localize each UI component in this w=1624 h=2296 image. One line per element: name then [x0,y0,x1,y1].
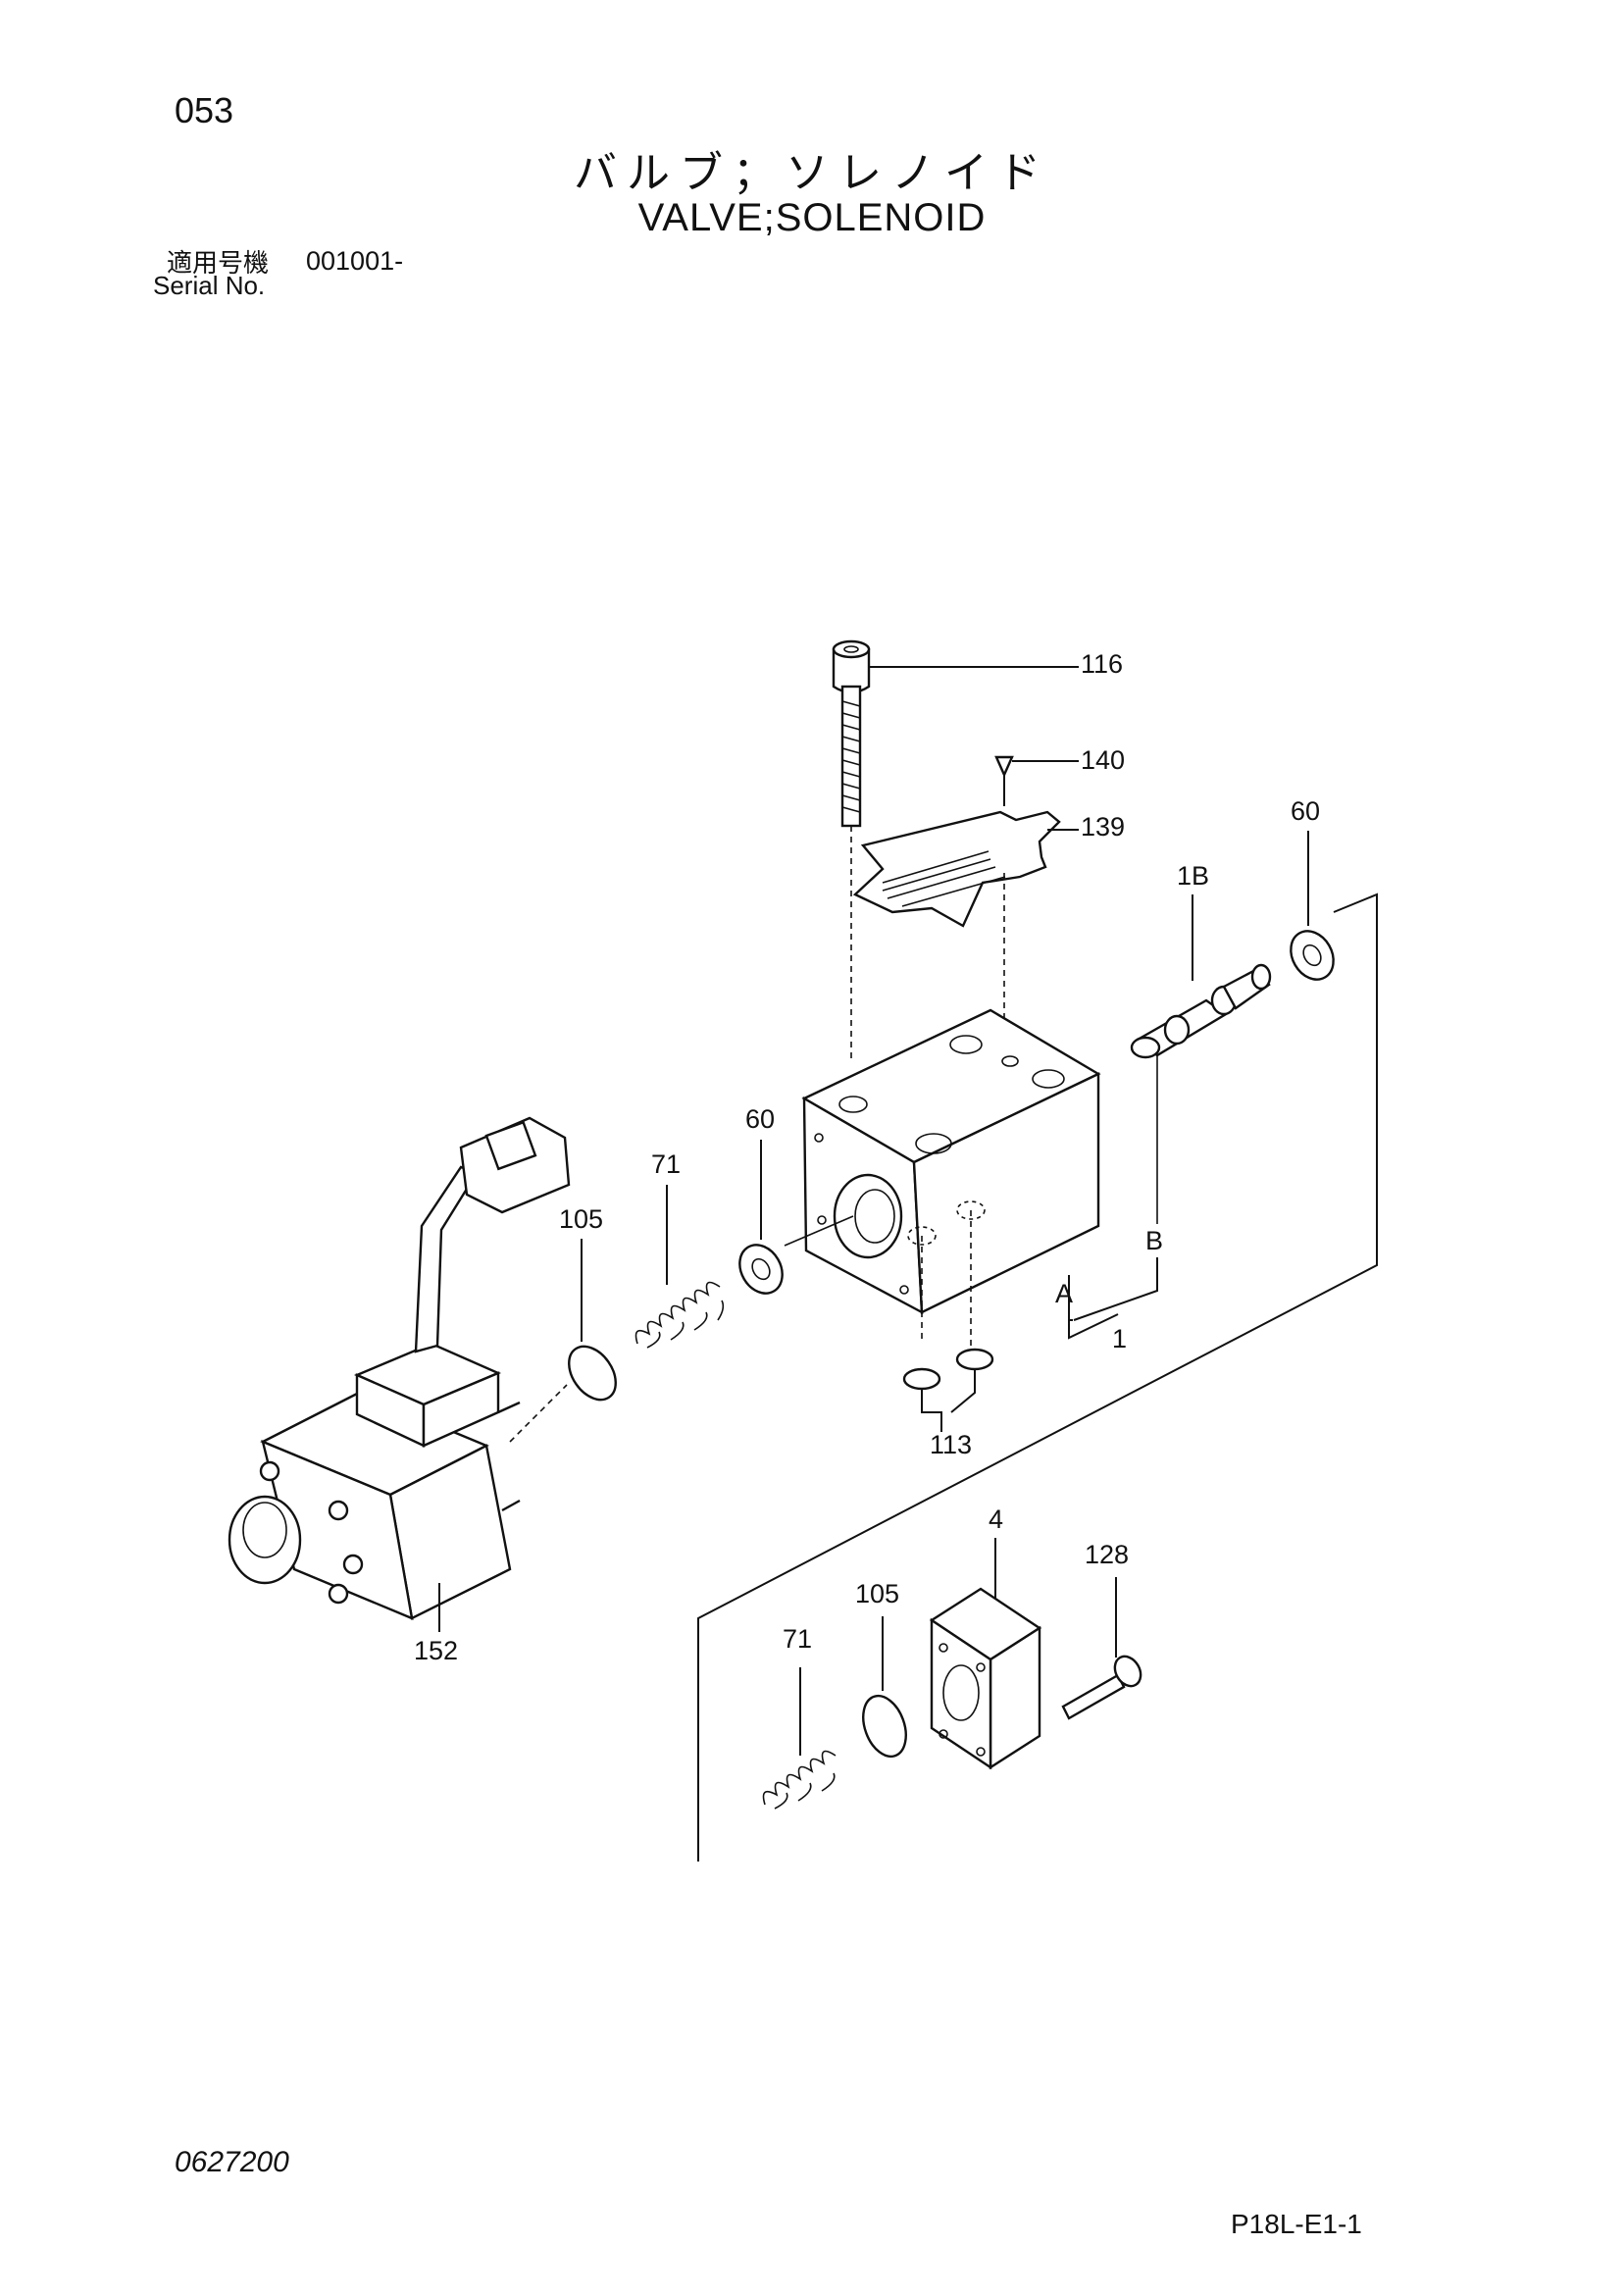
cover-4[interactable] [929,1587,1042,1770]
serial-label-japanese: 適用号機 [167,249,270,279]
callout-105-top: 105 [559,1204,604,1234]
solenoid-152[interactable] [228,1116,571,1620]
serial-value: 001001- [306,246,404,276]
callout-4: 4 [989,1505,1004,1534]
washer-60-mid[interactable] [732,1237,791,1301]
callout-71-top: 71 [651,1149,682,1179]
valve-block[interactable] [801,1008,1101,1315]
callout-A: A [1055,1279,1074,1308]
callout-139: 139 [1081,812,1126,842]
sheet-id: P18L-E1-1 [1231,2209,1362,2239]
callout-128: 128 [1085,1540,1130,1569]
callout-60-mid: 60 [745,1104,776,1134]
callout-140: 140 [1081,745,1126,775]
washer-60-top[interactable] [1283,923,1343,987]
o-rings-113[interactable] [902,1348,994,1391]
title-japanese: バルブ；ソレノイド [574,148,1050,198]
title-english: VALVE;SOLENOID [637,196,987,239]
document-number: 0627200 [175,2146,289,2178]
o-ring-105-bottom[interactable] [855,1690,913,1762]
callout-1: 1 [1112,1324,1128,1353]
bolt-128[interactable] [1061,1652,1145,1720]
o-ring-105-top[interactable] [559,1338,625,1408]
callout-B: B [1145,1226,1164,1255]
spring-71-top[interactable] [634,1281,725,1349]
callout-116: 116 [1081,649,1124,679]
page-number: 053 [175,90,234,130]
callout-60-top: 60 [1291,796,1321,826]
plate-139[interactable] [852,810,1061,928]
bolt-116[interactable] [832,639,871,828]
spool-1B[interactable] [1130,963,1272,1059]
screw-140[interactable] [994,755,1014,806]
callout-71-bottom: 71 [783,1624,813,1654]
callout-152: 152 [414,1636,459,1665]
callout-105-bottom: 105 [855,1579,900,1608]
callout-113: 113 [930,1430,973,1459]
serial-label-english: Serial No. [153,271,266,300]
callout-1B: 1B [1177,861,1210,891]
spring-71-bottom[interactable] [762,1750,837,1810]
